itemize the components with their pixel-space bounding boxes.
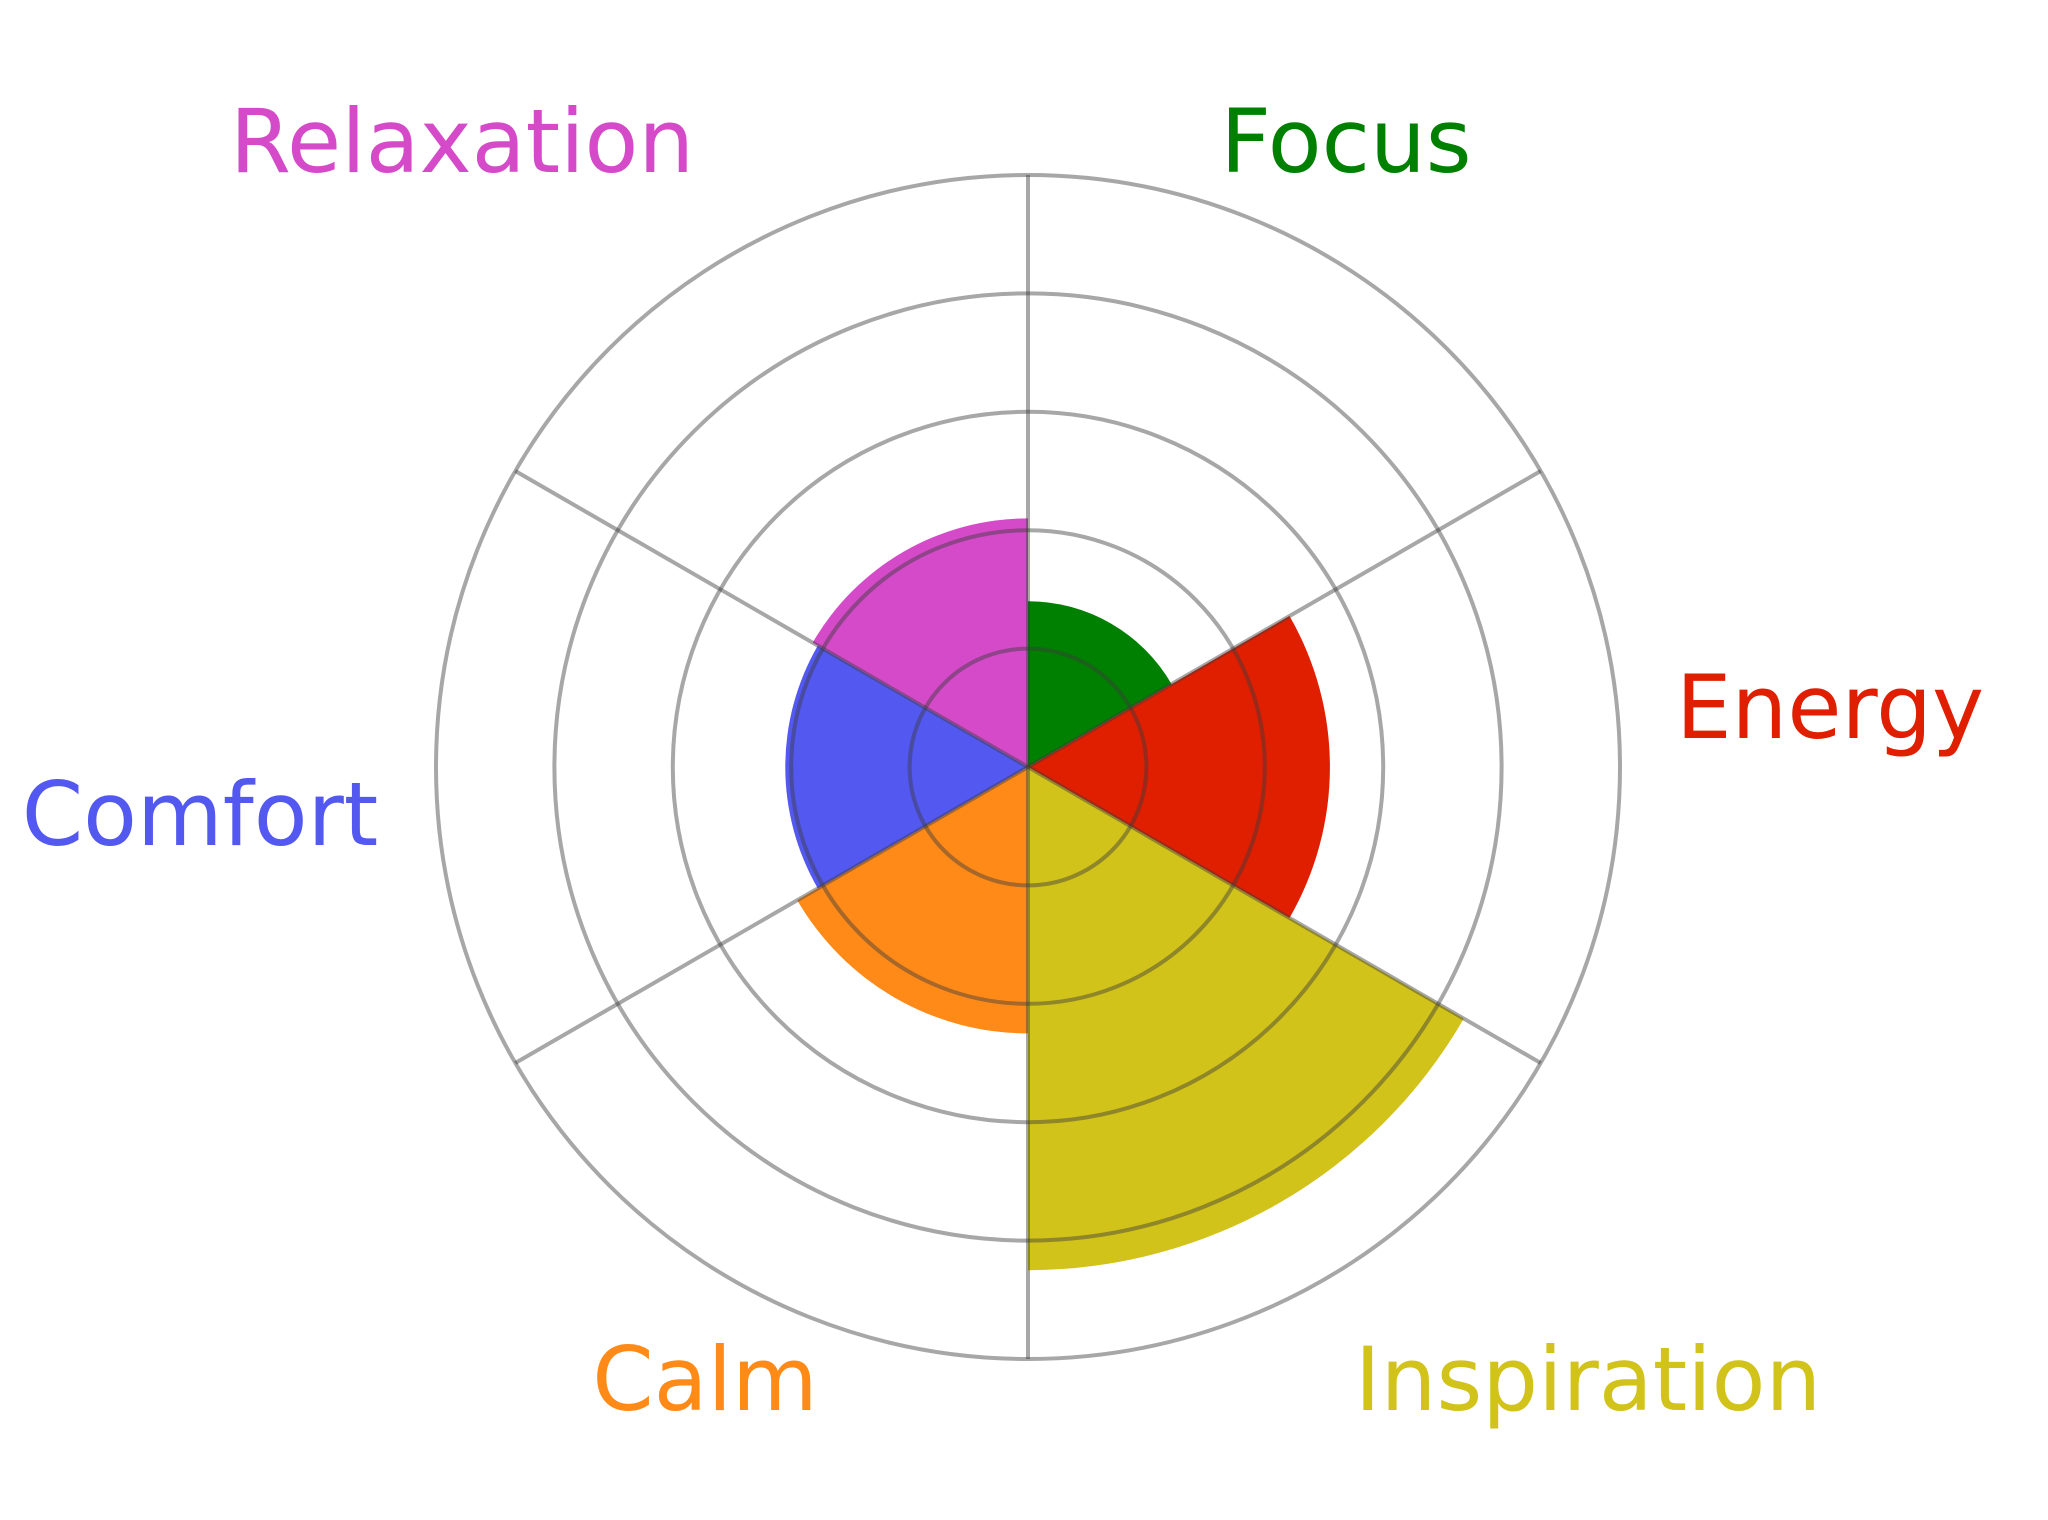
grid-ring [552, 291, 1504, 1243]
category-label-focus: Focus [1220, 90, 1471, 193]
grid-ring [434, 173, 1622, 1361]
bar-calm [797, 767, 1028, 1034]
category-label-calm: Calm [592, 1328, 818, 1431]
grid-ring [789, 528, 1267, 1006]
bar-inspiration [1028, 767, 1464, 1271]
category-label-energy: Energy [1676, 656, 1984, 759]
bar-focus [1028, 601, 1172, 767]
grid-layer [434, 173, 1622, 1361]
grid-ring [670, 409, 1386, 1125]
bar-comfort [785, 645, 1028, 889]
category-label-comfort: Comfort [22, 763, 379, 866]
bar-energy [1028, 616, 1330, 918]
grid-spoke [514, 765, 1030, 1065]
bar-relaxation [812, 518, 1028, 767]
bars-layer [785, 518, 1464, 1271]
grid-spoke [514, 469, 1030, 769]
grid-spoke [1026, 469, 1542, 769]
grid-ring [907, 646, 1149, 888]
category-label-inspiration: Inspiration [1355, 1328, 1822, 1431]
grid-spoke [1026, 765, 1542, 1065]
category-label-relaxation: Relaxation [230, 90, 694, 193]
